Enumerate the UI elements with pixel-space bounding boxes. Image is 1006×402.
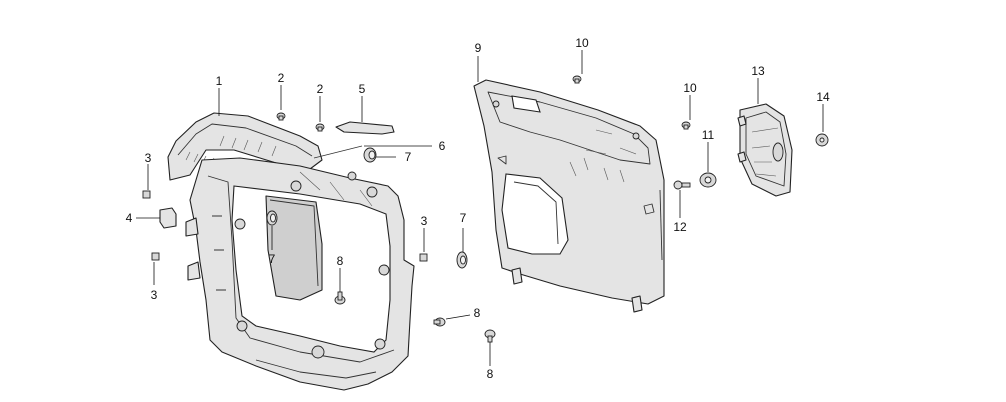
callout-labels: 1 2 2 3 3 3 4 5 6 7 7 7 8 8 8 9 10 10 11… (126, 36, 830, 381)
part-11-nut (699, 172, 717, 188)
callout-11: 11 (702, 128, 715, 142)
callout-3c: 3 (421, 214, 428, 228)
hardware-parts (142, 75, 829, 343)
part-8-pin-c (484, 329, 496, 343)
part-4-cap (159, 207, 177, 229)
callout-13: 13 (751, 64, 765, 78)
callout-9: 9 (475, 41, 482, 55)
callout-8a: 8 (337, 254, 344, 268)
leader-lines (136, 50, 824, 366)
part-2-screw-a (276, 112, 286, 121)
callout-7b: 7 (269, 252, 276, 266)
callout-3b: 3 (151, 288, 158, 302)
part-3-clip-a (142, 190, 151, 199)
callout-10b: 10 (683, 81, 697, 95)
part-3-clip-c (419, 253, 428, 262)
part-1-frame (167, 112, 415, 391)
callout-4: 4 (126, 211, 133, 225)
callout-14: 14 (816, 90, 830, 104)
callout-8b: 8 (474, 306, 481, 320)
callout-7c: 7 (460, 211, 467, 225)
part-12-bolt (673, 180, 691, 190)
part-7-grommet-b (266, 210, 278, 226)
part-3-clip-b (151, 252, 160, 261)
callout-6: 6 (439, 139, 446, 153)
callout-5: 5 (359, 82, 366, 96)
part-8-pin-b (433, 317, 446, 327)
part-14-washer (815, 133, 829, 147)
part-7-grommet-a (363, 147, 377, 163)
part-13-cover (737, 103, 793, 197)
part-10-screw-b (681, 121, 691, 130)
callout-7a: 7 (405, 150, 412, 164)
callout-8c: 8 (487, 367, 494, 381)
part-8-pin-a (334, 291, 346, 305)
callout-2a: 2 (278, 71, 285, 85)
part-2-screw-b (315, 123, 325, 132)
part-10-screw-a (572, 75, 582, 84)
callout-12: 12 (673, 220, 687, 234)
part-7-grommet-c (456, 251, 468, 269)
callout-2b: 2 (317, 82, 324, 96)
part-9-panel (473, 79, 665, 313)
part-6-wire (313, 145, 363, 159)
callout-1: 1 (216, 74, 223, 88)
callout-3a: 3 (145, 151, 152, 165)
callout-10a: 10 (575, 36, 589, 50)
part-5-bracket (335, 121, 395, 135)
